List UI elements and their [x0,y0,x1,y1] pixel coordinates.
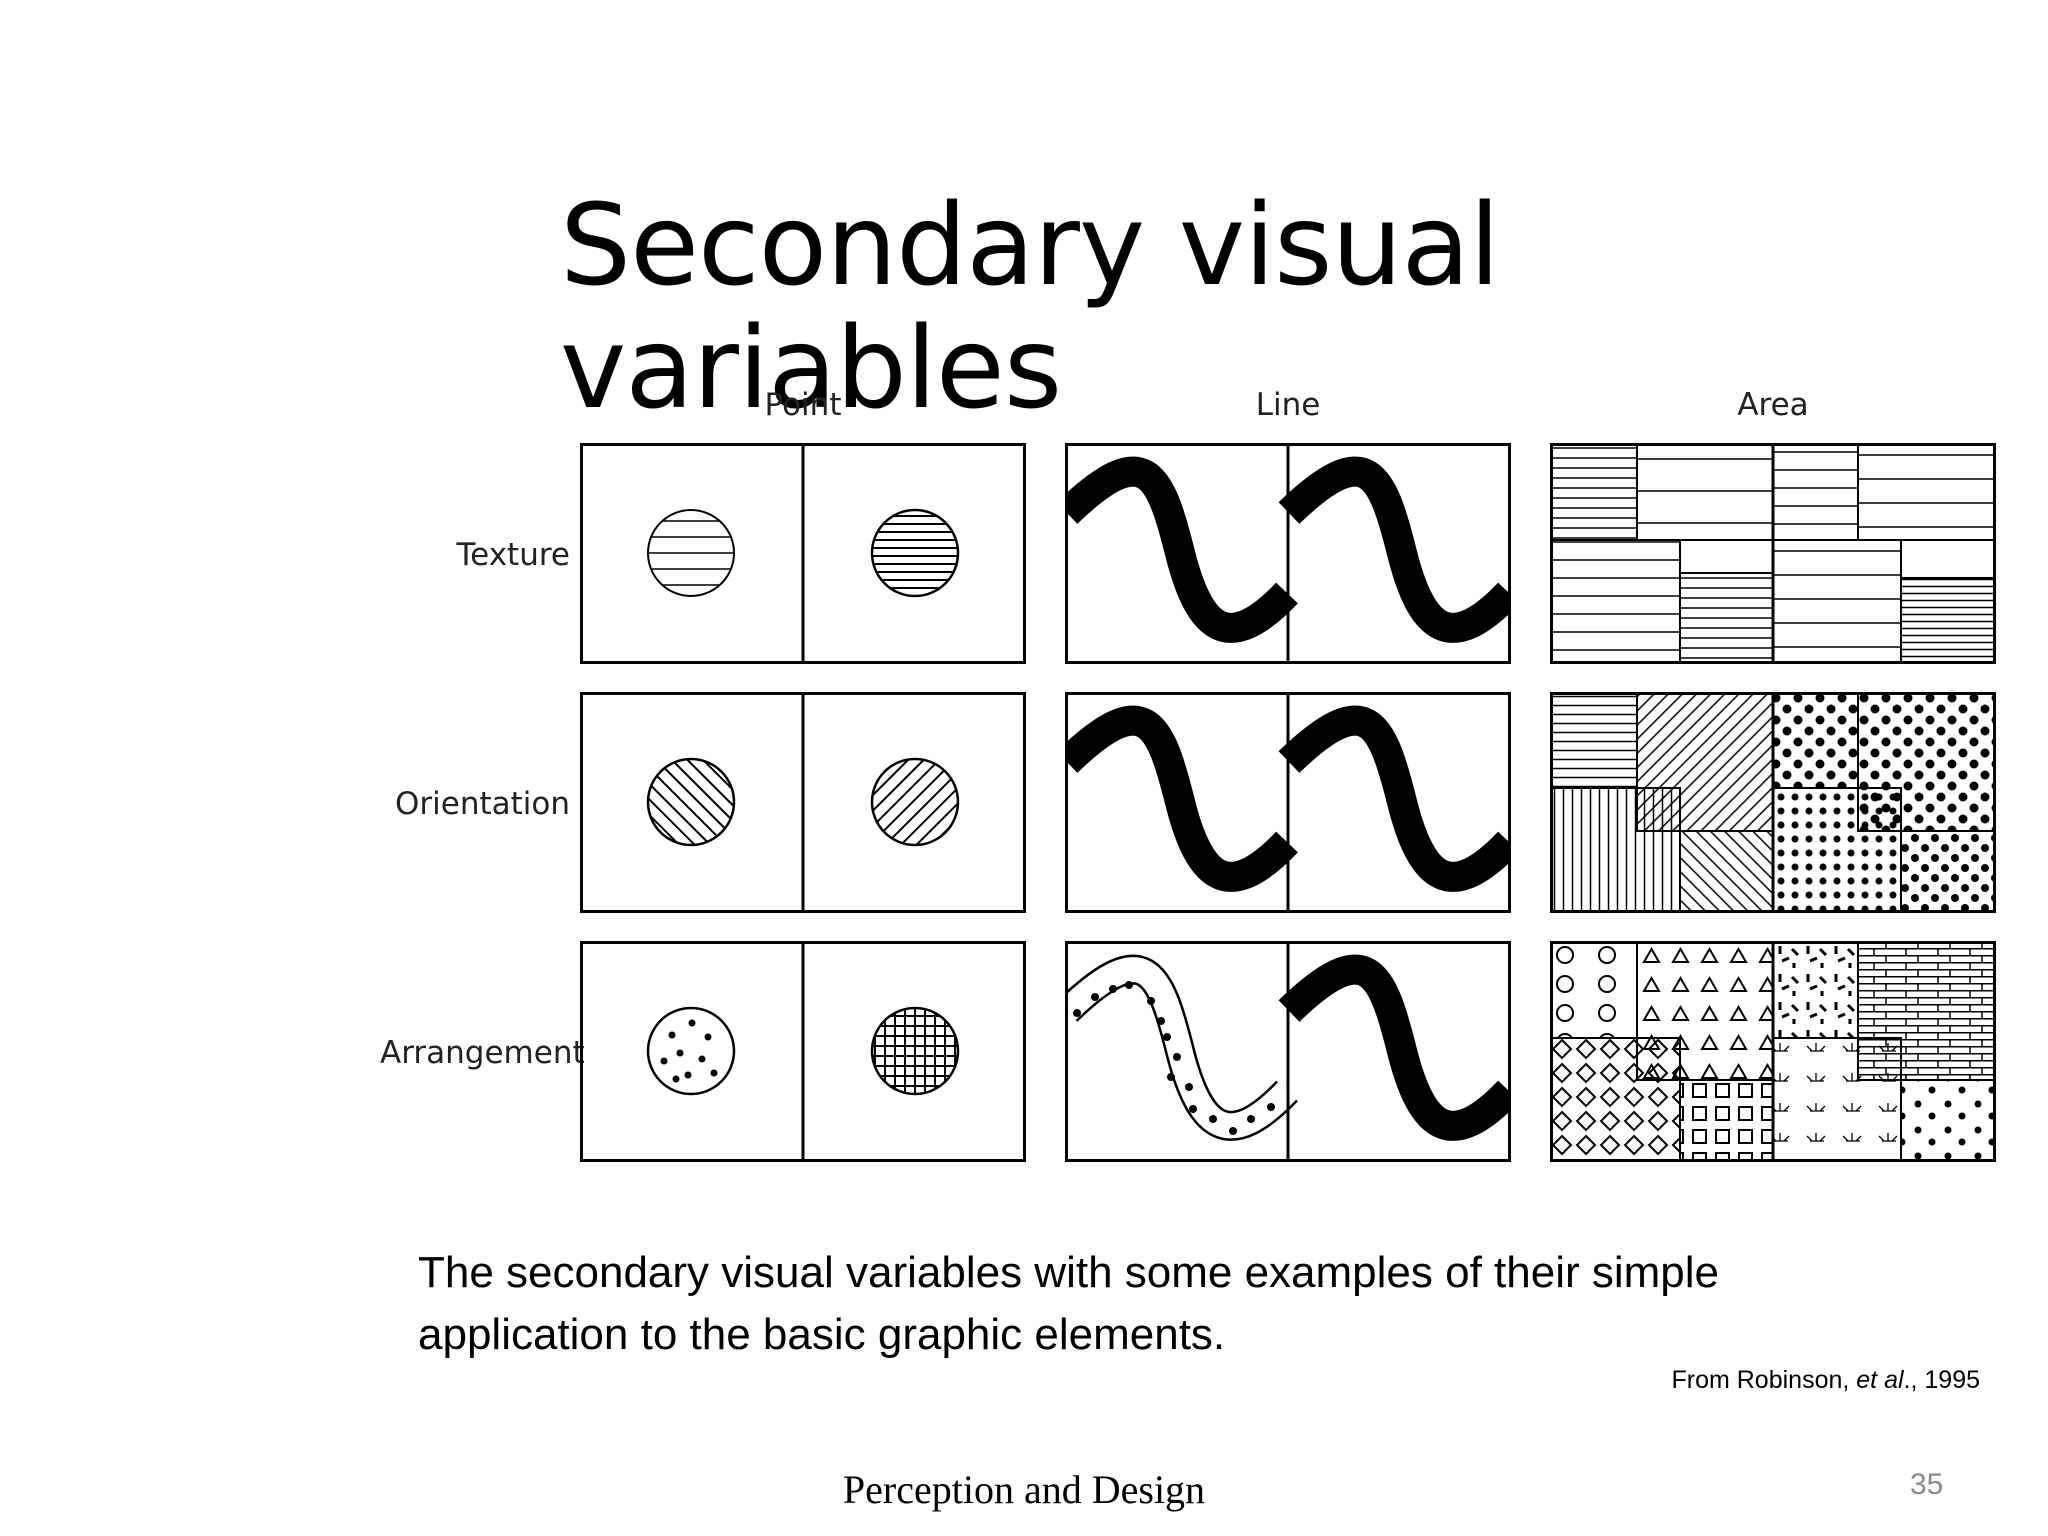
column-header-point: Point [764,387,842,423]
column-header-area: Area [1737,387,1809,423]
caption-line-1: The secondary visual variables with some… [418,1248,1720,1297]
panel-area-texture [1550,443,1996,664]
row-label-arrangement: Arrangement [380,1035,585,1071]
panel-area-arrangement [1550,941,1996,1162]
panel-area-orientation [1550,692,1996,913]
source-citation: From Robinson, et al., 1995 [1671,1366,1980,1395]
column-header-line: Line [1255,387,1321,423]
row-label-texture: Texture [456,537,570,573]
source-prefix: From Robinson, [1671,1366,1857,1394]
source-italic: et al [1856,1366,1904,1394]
panel-line-orientation [1065,692,1511,913]
panel-line-arrangement [1065,941,1511,1162]
slide-title: Secondary visual variables [560,181,1500,435]
figure-caption: The secondary visual variables with some… [418,1242,1878,1366]
page-number: 35 [1910,1468,1944,1501]
slide-footer: Perception and Design [842,1467,1206,1512]
panel-point-texture [580,443,1026,664]
panel-point-arrangement [580,941,1026,1162]
visual-variables-figure: Point Line Area Texture Orientation Arra… [380,375,2020,1175]
source-suffix: ., 1995 [1903,1366,1980,1394]
panel-point-orientation [580,692,1026,913]
panel-line-texture [1065,443,1511,664]
caption-line-2: application to the basic graphic element… [418,1310,1226,1359]
row-label-orientation: Orientation [394,786,570,822]
